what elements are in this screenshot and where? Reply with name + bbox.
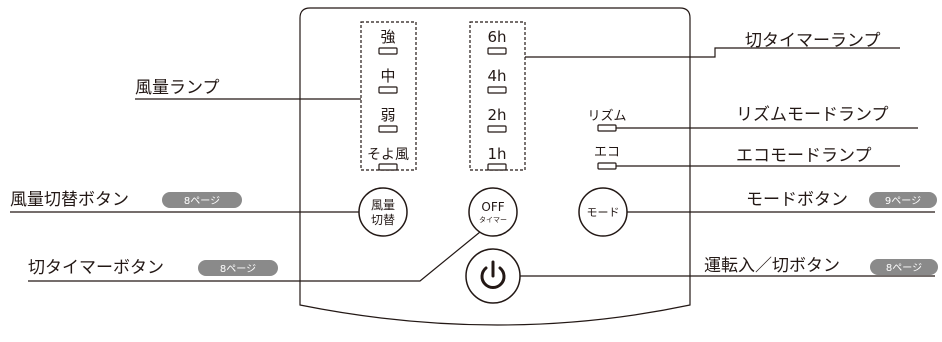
- page-badge: 9ページ: [869, 192, 937, 208]
- eco-lamp-label: エコ: [594, 145, 620, 160]
- page-badge: 8ページ: [870, 259, 938, 275]
- fan-switch-button[interactable]: 風量 切替: [358, 187, 408, 237]
- callout-rhythm-mode-lamp: リズムモードランプ: [736, 105, 889, 125]
- fan-switch-button-label: 風量: [371, 198, 395, 212]
- off-timer-button[interactable]: OFF タイマー: [468, 187, 518, 237]
- fan-lamp-label: 中: [380, 67, 395, 85]
- fan-lamp-label: そよ風: [367, 147, 409, 163]
- page-badge: 8ページ: [162, 192, 242, 208]
- page-badge-text: 8ページ: [220, 264, 256, 275]
- off-timer-button-sublabel: タイマー: [479, 215, 507, 224]
- page-badge-text: 8ページ: [184, 196, 220, 207]
- fan-lamp-label: 弱: [380, 106, 395, 124]
- callout-mode-button: モードボタン: [746, 190, 848, 210]
- leader-lines: [10, 47, 935, 282]
- fan-lamp-label: 強: [380, 28, 395, 46]
- fan-lamp-medium: [378, 86, 398, 94]
- fan-lamp-group: 強 中 弱 そよ風: [367, 28, 409, 171]
- page-badge-text: 9ページ: [885, 196, 921, 207]
- power-button[interactable]: [465, 248, 521, 304]
- fan-lamp-strong: [378, 47, 398, 55]
- timer-lamp-4h: [487, 86, 507, 94]
- timer-lamp-label: 4h: [487, 67, 506, 85]
- callout-eco-mode-lamp: エコモードランプ: [736, 146, 872, 166]
- panel-outline: [299, 7, 691, 326]
- rhythm-lamp: [597, 124, 617, 132]
- callout-timer-button: 切タイマーボタン: [28, 258, 164, 278]
- off-timer-button-label: OFF: [481, 200, 504, 214]
- fan-switch-button-label: 切替: [371, 213, 395, 227]
- timer-lamp-group: 6h 4h 2h 1h: [487, 28, 507, 171]
- mode-button[interactable]: モード: [578, 187, 628, 237]
- callout-fan-button: 風量切替ボタン: [10, 190, 129, 210]
- mode-button-label: モード: [587, 206, 620, 219]
- page-badge: 8ページ: [198, 260, 278, 276]
- timer-lamp-2h: [487, 125, 507, 133]
- timer-lamp-1h: [487, 163, 507, 171]
- timer-lamp-label: 2h: [487, 106, 506, 124]
- rhythm-lamp-label: リズム: [587, 108, 626, 124]
- timer-lamp-label: 6h: [487, 28, 506, 46]
- fan-lamp-weak: [378, 125, 398, 133]
- power-icon: [480, 260, 506, 289]
- eco-lamp: [597, 162, 617, 170]
- timer-lamp-label: 1h: [487, 145, 506, 163]
- timer-lamp-6h: [487, 47, 507, 55]
- callout-power-button: 運転入／切ボタン: [704, 256, 840, 276]
- page-badge-text: 8ページ: [886, 263, 922, 274]
- fan-lamp-breeze: [378, 163, 398, 171]
- callout-timer-lamp: 切タイマーランプ: [745, 31, 881, 51]
- callout-fan-lamp: 風量ランプ: [135, 78, 220, 98]
